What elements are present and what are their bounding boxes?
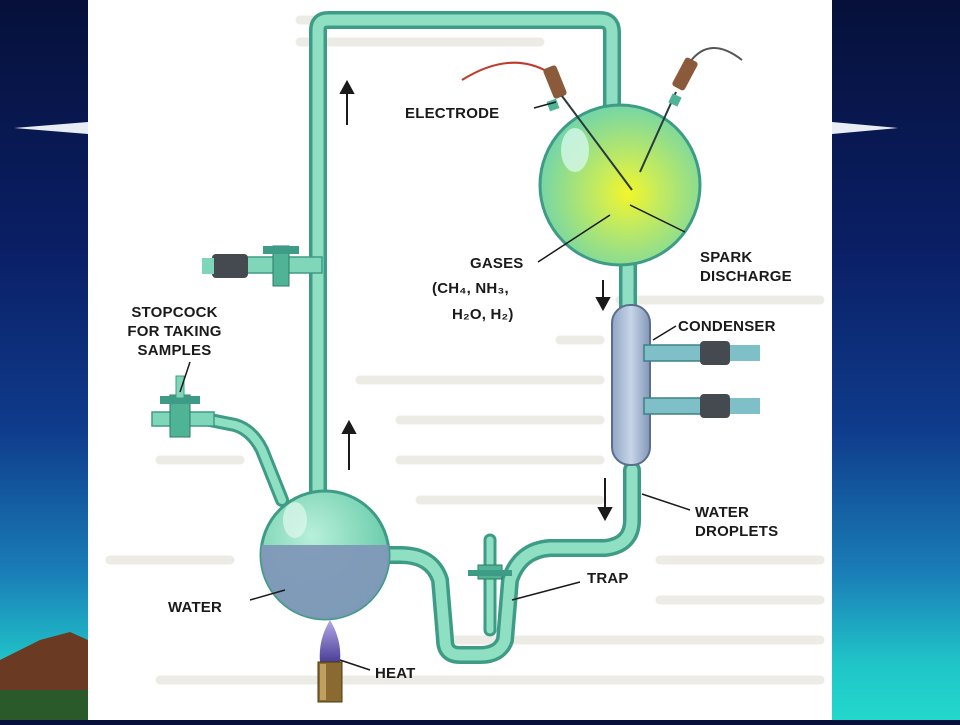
stopcock-label: STOPCOCK FOR TAKING SAMPLES: [127, 304, 222, 359]
upper-stopcock: [202, 245, 323, 287]
flow-arrows: [339, 79, 613, 522]
heat-flame: [317, 620, 343, 703]
arrow-up-upper: [339, 79, 355, 125]
spark-discharge-label: SPARK DISCHARGE: [700, 249, 792, 285]
gases-formula-line-1: (CH₄, NH₃,: [432, 280, 509, 297]
condenser-label: CONDENSER: [678, 318, 776, 335]
arrow-down-upper: [595, 280, 611, 312]
glass-tubing: [203, 11, 641, 664]
electrode-label: ELECTRODE: [405, 105, 500, 122]
trap-label: TRAP: [587, 570, 629, 587]
gases-label: GASES: [470, 255, 524, 272]
right-horizon-streak: [832, 122, 898, 134]
electrodes: [461, 47, 743, 191]
trap-stopcock: [468, 564, 512, 580]
gases-formula-line-2: H₂O, H₂): [452, 306, 514, 323]
spark-flask: [538, 103, 702, 267]
grass-decoration: [0, 690, 88, 720]
leader-lines: [179, 101, 691, 671]
sample-stopcock: [151, 375, 215, 438]
arrow-up-lower: [341, 419, 357, 470]
left-horizon-streak: [14, 122, 88, 134]
condenser: [611, 304, 760, 466]
arrow-down-lower: [597, 478, 613, 522]
water-label: WATER: [168, 599, 223, 616]
boiling-flask: [259, 489, 391, 621]
heat-label: HEAT: [375, 665, 416, 682]
water-droplets-label: WATER DROPLETS: [695, 504, 779, 540]
